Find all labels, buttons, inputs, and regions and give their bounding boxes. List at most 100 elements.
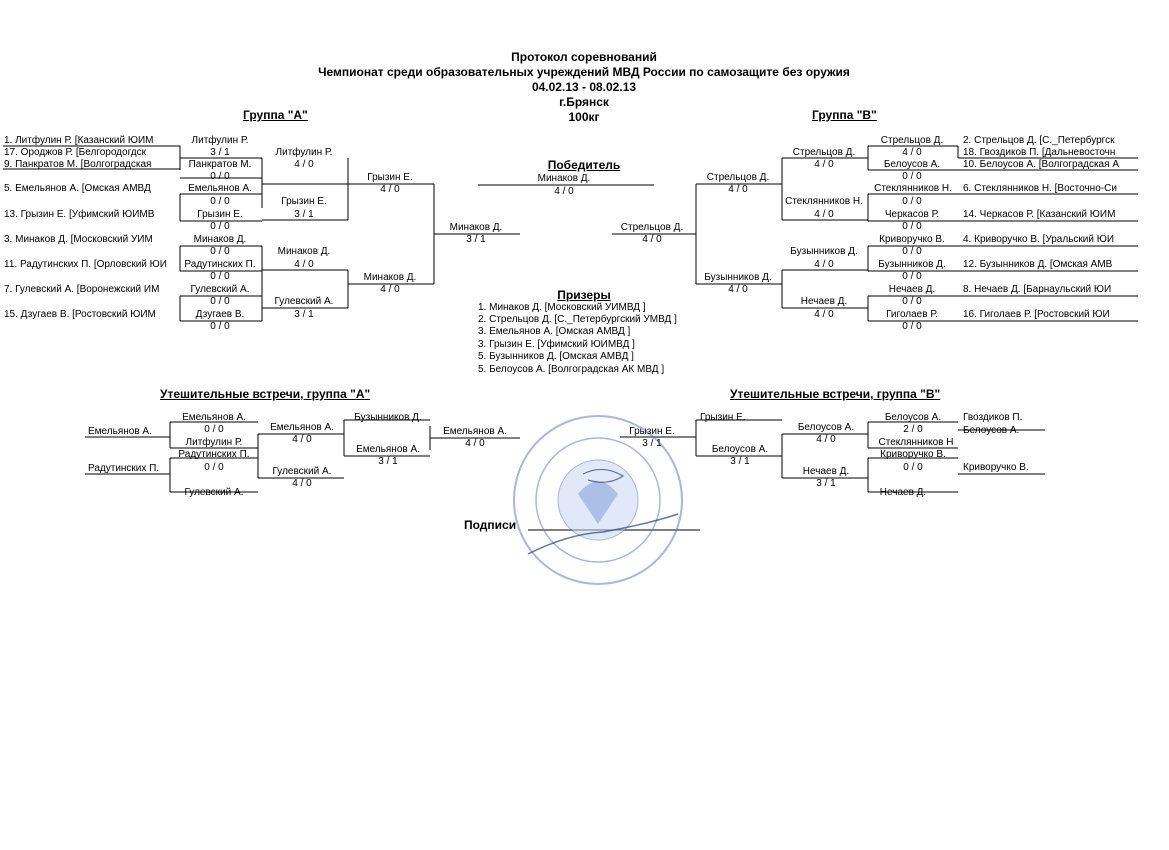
cons-final-score: 4 / 0: [465, 438, 485, 449]
entrant: 6. Стеклянников Н. [Восточно-Си: [963, 183, 1117, 194]
r3-winner: Бузынников Д.: [704, 272, 772, 283]
r2-winner: Минаков Д.: [277, 246, 331, 257]
entrant: 4. Криворучко В. [Уральский ЮИ: [963, 234, 1115, 245]
r1-winner: Стрельцов Д.: [880, 135, 944, 146]
entrant: 13. Грызин Е. [Уфимский ЮИМВ: [4, 209, 155, 220]
r1-winner: Криворучко В.: [879, 234, 945, 245]
cons-score: 3 / 1: [378, 456, 398, 467]
entrant: 9. Панкратов М. [Волгоградская: [4, 159, 152, 170]
entrant: 15. Дзугаев В. [Ростовский ЮИМ: [4, 309, 156, 320]
r1-winner: Минаков Д.: [193, 234, 247, 245]
entrant: 7. Гулевский А. [Воронежский ИМ: [4, 284, 160, 295]
r1-score: 0 / 0: [210, 196, 230, 207]
entrant: 14. Черкасов Р. [Казанский ЮИМ: [963, 209, 1116, 220]
cons-score: 0 / 0: [204, 424, 224, 435]
cons-name: Гулевский А.: [184, 487, 244, 498]
r3-winner: Стрельцов Д.: [706, 172, 770, 183]
r1-winner: Бузынников Д.: [878, 259, 946, 270]
prize-item: 1. Минаков Д. [Московский УИМВД ]: [478, 302, 646, 313]
prize-item: 5. Белоусов А. [Волгоградская АК МВД ]: [478, 364, 665, 375]
r1-winner: Гулевский А.: [190, 284, 250, 295]
consolation-b-title: Утешительные встречи, группа "В": [730, 387, 941, 401]
cons-name: Емельянов А.: [356, 444, 420, 455]
cons-name: Белоусов А.: [711, 444, 769, 455]
cons-name: Стеклянников Н: [878, 437, 954, 448]
entrant: 18. Гвоздиков П. [Дальневосточн: [963, 147, 1116, 158]
cons-score: 0 / 0: [204, 462, 224, 473]
r1-score: 0 / 0: [902, 246, 922, 257]
group-b-title: Группа "В": [812, 108, 877, 122]
r2-winner: Грызин Е.: [281, 196, 327, 207]
r2-score: 3 / 1: [294, 209, 314, 220]
r1-score: 3 / 1: [210, 147, 230, 158]
r2-winner: Нечаев Д.: [800, 296, 848, 307]
cons-name: Нечаев Д.: [879, 487, 927, 498]
dates: 04.02.13 - 08.02.13: [531, 80, 637, 94]
r1-winner: Литфулин Р.: [191, 135, 249, 146]
r1-score: 0 / 0: [902, 296, 922, 307]
r2-score: 4 / 0: [814, 209, 834, 220]
r1-winner: Нечаев Д.: [888, 284, 936, 295]
winner-label: Победитель: [547, 158, 621, 172]
page-title: Протокол соревнований: [511, 50, 657, 64]
group-a-final-winner: Минаков Д.: [449, 222, 503, 233]
entrant: 1. Литфулин Р. [Казанский ЮИМ: [4, 135, 154, 146]
winner-score: 4 / 0: [554, 186, 574, 197]
winner-name: Минаков Д.: [537, 173, 591, 184]
prize-item: 3. Грызин Е. [Уфимский ЮИМВД ]: [478, 339, 635, 350]
r3-score: 4 / 0: [380, 284, 400, 295]
cons-name: Грызин Е.: [700, 412, 746, 423]
entrant: 12. Бузынников Д. [Омская АМВ: [963, 259, 1113, 270]
cons-name: Гулевский А.: [272, 466, 332, 477]
r3-score: 4 / 0: [380, 184, 400, 195]
r2-winner: Стеклянников Н.: [785, 196, 863, 207]
r2-winner: Бузынников Д.: [790, 246, 858, 257]
city: г.Брянск: [559, 95, 609, 109]
r1-winner: Белоусов А.: [883, 159, 941, 170]
entrant: 10. Белоусов А. [Волгоградская А: [963, 159, 1119, 170]
entrant: 3. Минаков Д. [Московский УИМ: [4, 234, 153, 245]
prize-item: 3. Емельянов А. [Омская АМВД ]: [478, 326, 631, 337]
prizes-label: Призеры: [557, 288, 611, 302]
r1-score: 0 / 0: [210, 296, 230, 307]
entrant: 5. Емельянов А. [Омская АМВД: [4, 183, 151, 194]
r1-winner: Дзугаев В.: [195, 309, 245, 320]
r1-score: 0 / 0: [210, 271, 230, 282]
r2-winner: Гулевский А.: [274, 296, 334, 307]
cons-name: Нечаев Д.: [802, 466, 850, 477]
cons-name: Емельянов А.: [182, 412, 246, 423]
r1-score: 0 / 0: [902, 196, 922, 207]
signatures-label: Подписи: [464, 518, 517, 532]
cons-score: 4 / 0: [292, 434, 312, 445]
r3-winner: Минаков Д.: [363, 272, 417, 283]
cons-score: 2 / 0: [903, 424, 923, 435]
group-a-final-score: 3 / 1: [466, 234, 486, 245]
r1-winner: Радутинских П.: [184, 259, 256, 270]
r3-winner: Грызин Е.: [367, 172, 413, 183]
r1-score: 0 / 0: [902, 221, 922, 232]
r2-winner: Литфулин Р.: [275, 147, 333, 158]
entrant: 17. Ороджов Р. [Белгородогдск: [4, 147, 146, 158]
cons-final-name: Грызин Е.: [629, 426, 675, 437]
cons-name: Криворучко В.: [880, 449, 946, 460]
r2-score: 4 / 0: [294, 159, 314, 170]
cons-final-name: Емельянов А.: [443, 426, 507, 437]
cons-entrant: Емельянов А.: [88, 426, 152, 437]
r2-score: 3 / 1: [294, 309, 314, 320]
cons-entrant: Белоусов А.: [963, 425, 1020, 436]
r1-score: 4 / 0: [902, 147, 922, 158]
entrant: 8. Нечаев Д. [Барнаульский ЮИ: [963, 284, 1112, 295]
r2-score: 4 / 0: [814, 259, 834, 270]
r2-score: 4 / 0: [294, 259, 314, 270]
weight-class: 100кг: [568, 110, 600, 124]
cons-score: 4 / 0: [816, 434, 836, 445]
r2-score: 4 / 0: [814, 159, 834, 170]
prize-item: 2. Стрельцов Д. [С._Петербургский УМВД ]: [478, 314, 677, 325]
r1-winner: Панкратов М.: [188, 159, 252, 170]
cons-score: 3 / 1: [730, 456, 750, 467]
cons-name: Белоусов А.: [884, 412, 942, 423]
cons-score: 3 / 1: [816, 478, 836, 489]
r1-score: 0 / 0: [902, 321, 922, 332]
r1-score: 0 / 0: [210, 171, 230, 182]
